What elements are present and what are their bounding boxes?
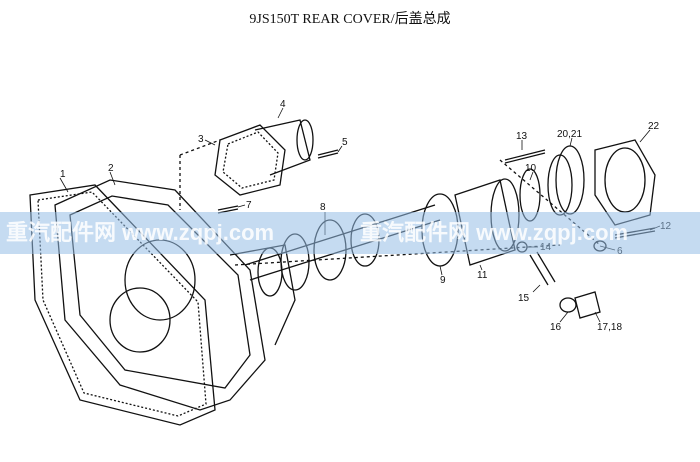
watermark-text-left: 重汽配件网 www.zqpj.com bbox=[6, 220, 275, 245]
callout-20-21: 20,21 bbox=[557, 129, 582, 140]
callout-2: 2 bbox=[108, 163, 114, 174]
rear-cover-housing bbox=[55, 180, 265, 410]
bolt-13 bbox=[505, 150, 545, 163]
diagram-title: 9JS150T REAR COVER/后盖总成 bbox=[249, 12, 451, 27]
callout-7: 7 bbox=[246, 200, 252, 211]
watermark-band bbox=[0, 212, 700, 254]
bearing-sleeve bbox=[255, 120, 310, 175]
callout-8: 8 bbox=[320, 202, 326, 213]
plug-17-18 bbox=[575, 292, 600, 318]
gasket-part bbox=[30, 185, 215, 425]
callout-4: 4 bbox=[280, 99, 286, 110]
o-ring-16 bbox=[560, 298, 576, 312]
callout-13: 13 bbox=[516, 131, 528, 142]
callout-10: 10 bbox=[525, 163, 537, 174]
callout-15: 15 bbox=[518, 293, 530, 304]
callout-5: 5 bbox=[342, 137, 348, 148]
callout-3: 3 bbox=[198, 134, 204, 145]
watermark-text-right: 重汽配件网 www.zqpj.com bbox=[360, 220, 629, 245]
callout-1: 1 bbox=[60, 169, 66, 180]
callout-11: 11 bbox=[477, 270, 488, 281]
cover-plate bbox=[215, 125, 285, 195]
sensor-15 bbox=[530, 252, 555, 285]
callout-16: 16 bbox=[550, 322, 562, 333]
bolt-5 bbox=[318, 150, 338, 158]
callout-17-18: 17,18 bbox=[597, 322, 622, 333]
callout-9: 9 bbox=[440, 275, 446, 286]
callout-22: 22 bbox=[648, 121, 660, 132]
